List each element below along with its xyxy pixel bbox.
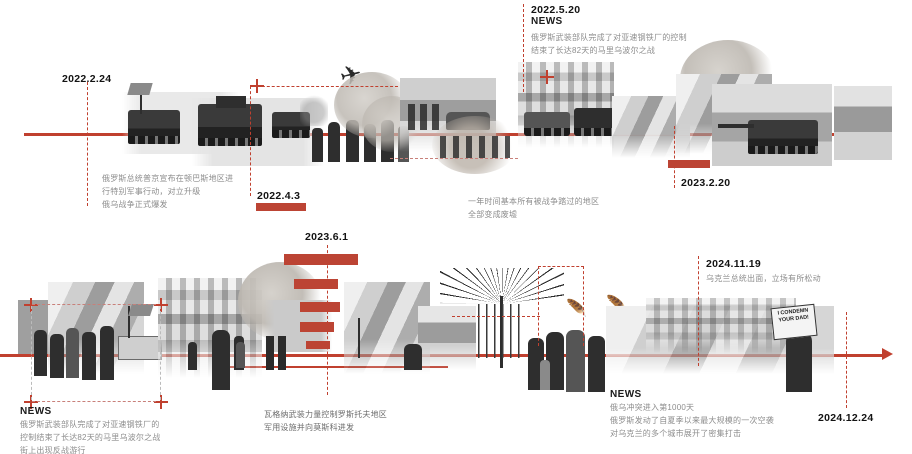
date-2022-5-20: 2022.5.20 bbox=[531, 4, 581, 16]
wheels bbox=[524, 128, 570, 136]
caption-bottom-right: 俄乌冲突进入第1000天 俄罗斯发动了自夏季以来最大规模的一次空袭 对乌克兰的多… bbox=[610, 403, 774, 439]
kneeling-figure bbox=[404, 344, 422, 370]
protester-2 bbox=[50, 334, 64, 378]
guide-2022-5-20 bbox=[523, 4, 524, 92]
guide-carousel-left bbox=[538, 266, 539, 346]
guide-2024-11-19 bbox=[698, 256, 699, 366]
date-2022-4-3: 2022.4.3 bbox=[257, 190, 301, 202]
guide-carousel-right bbox=[583, 266, 584, 346]
street-figure-1 bbox=[188, 342, 197, 370]
guide-box-right bbox=[160, 306, 161, 400]
protester-1 bbox=[34, 330, 47, 376]
protester-5 bbox=[100, 326, 114, 380]
date-2022-2-24: 2022.2.24 bbox=[62, 73, 112, 85]
caption-bottom-left: 俄罗斯武装部队完成了对亚速钢铁厂的 控制结束了长达82天的马里乌波尔之战 街上出… bbox=[20, 420, 161, 454]
military-truck-2 bbox=[574, 108, 618, 136]
caption-2024-11-19: 乌克兰总统出面，立场有所松动 bbox=[706, 274, 821, 283]
guide-box-left bbox=[31, 306, 32, 400]
tank-right-barrel bbox=[718, 124, 754, 128]
soldier-a bbox=[312, 128, 323, 162]
wheels bbox=[748, 146, 818, 154]
protest-banner bbox=[118, 336, 162, 360]
flag-cloth-left bbox=[127, 83, 153, 95]
bar-stack-1 bbox=[284, 254, 358, 265]
debris-figures bbox=[440, 136, 510, 158]
guide-2022-4-3 bbox=[250, 86, 251, 196]
couple-figures bbox=[266, 336, 286, 370]
wheels bbox=[128, 136, 180, 144]
bar-stack-5 bbox=[306, 341, 330, 349]
crowd-figure-3 bbox=[566, 330, 585, 392]
tree-line-top bbox=[300, 92, 328, 126]
guide-h-top-1 bbox=[252, 86, 398, 87]
wheels bbox=[198, 138, 262, 146]
checkpoint-figures bbox=[408, 104, 442, 130]
protester-4 bbox=[82, 332, 96, 380]
sign-holder-figure bbox=[786, 332, 812, 392]
caption-wagner: 瓦格纳武装力量控制罗斯托夫地区 军用设施并向莫斯科进发 bbox=[264, 410, 387, 433]
guide-2023-6-1 bbox=[327, 245, 328, 395]
date-2023-2-20: 2023.2.20 bbox=[681, 177, 731, 189]
guide-carousel-left-extend bbox=[452, 316, 540, 317]
armoured-vehicle-1 bbox=[128, 110, 180, 144]
cross-marker-top-1 bbox=[250, 79, 264, 93]
bottom-secondary-axis bbox=[216, 366, 448, 368]
crowd-child bbox=[540, 360, 550, 390]
cross-corner-br bbox=[154, 395, 168, 409]
news-label-2022-5-20: NEWS bbox=[531, 16, 563, 27]
wheels bbox=[574, 128, 618, 136]
date-2023-6-1: 2023.6.1 bbox=[305, 231, 349, 243]
chip-2022-4-3 bbox=[256, 203, 306, 211]
photo-ruined-street bbox=[158, 278, 262, 378]
protester-3 bbox=[66, 328, 79, 378]
guide-h-top-2 bbox=[390, 158, 518, 159]
carousel-frame bbox=[478, 304, 526, 358]
bar-stack-4 bbox=[300, 322, 334, 332]
guide-carousel-top bbox=[538, 266, 584, 267]
walking-figure-small bbox=[236, 342, 245, 368]
flag-pole-left bbox=[140, 86, 142, 114]
bar-stack-3 bbox=[300, 302, 340, 312]
caption-2022-5-20: 俄罗斯武装部队完成了对亚速钢铁厂的控制 结束了长达82天的马里乌波尔之战 bbox=[531, 33, 687, 56]
cross-corner-bl bbox=[24, 395, 38, 409]
date-2024-12-24: 2024.12.24 bbox=[818, 412, 874, 424]
cross-marker-top-2 bbox=[540, 70, 554, 84]
wheels bbox=[272, 130, 310, 138]
guide-box-top bbox=[32, 304, 156, 305]
bottom-timeline-arrowhead bbox=[882, 348, 893, 360]
caption-2022-2-24: 俄罗斯总统普京宣布在顿巴斯地区进 行特别军事行动，对立升级 俄乌战争正式爆发 bbox=[102, 174, 234, 210]
turret-2 bbox=[216, 96, 246, 108]
chip-2023-2-20 bbox=[668, 160, 710, 168]
tower-antenna bbox=[358, 318, 360, 358]
armoured-vehicle-2 bbox=[198, 104, 262, 146]
cross-corner-tl bbox=[24, 298, 38, 312]
news-label-bottom-right: NEWS bbox=[610, 389, 642, 400]
crowd-figure-2 bbox=[546, 332, 564, 390]
cross-corner-tr bbox=[154, 298, 168, 312]
guide-2022-2-24 bbox=[87, 82, 88, 206]
caption-one-year-ruins: 一年时间基本所有被战争踏过的地区 全部变成废墟 bbox=[468, 197, 600, 220]
protest-flag-cloth bbox=[128, 304, 154, 316]
armoured-vehicle-3 bbox=[272, 112, 310, 138]
news-label-bottom-left: NEWS bbox=[20, 406, 52, 417]
crowd-figure-4 bbox=[588, 336, 605, 392]
military-truck-1 bbox=[524, 112, 570, 136]
guide-2023-2-20 bbox=[674, 126, 675, 188]
date-2024-11-19: 2024.11.19 bbox=[706, 258, 761, 270]
guide-2024-12-24 bbox=[846, 312, 847, 408]
guide-box-bottom bbox=[32, 401, 156, 402]
walking-figure-large bbox=[212, 330, 230, 390]
photo-far-right-ruin bbox=[834, 86, 892, 160]
protest-sign: I CONDEMN YOUR DAD! bbox=[770, 303, 818, 341]
soldier-b bbox=[328, 122, 340, 162]
bar-stack-2 bbox=[294, 279, 338, 289]
photo-skyline-overlay bbox=[646, 298, 796, 354]
protest-flag-pole bbox=[128, 306, 130, 338]
bird-icon-1: 🪶 bbox=[566, 299, 588, 318]
tank-right bbox=[748, 120, 818, 154]
